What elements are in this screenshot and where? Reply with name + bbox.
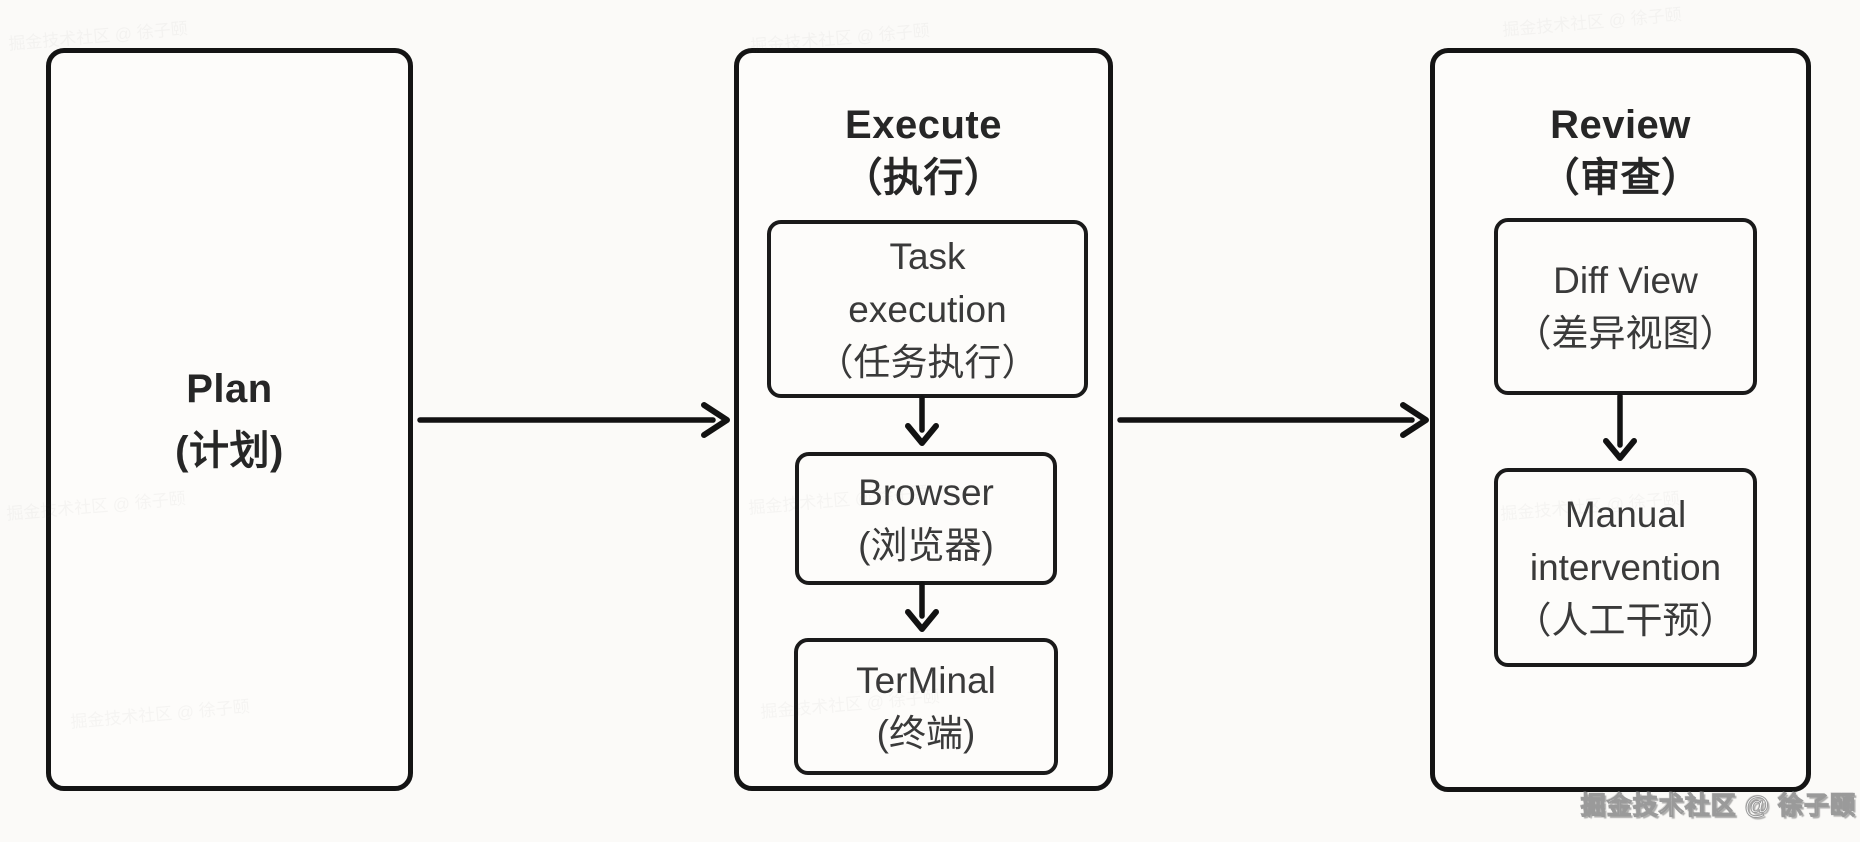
manual-label-line2: intervention bbox=[1529, 547, 1722, 588]
plan-label-zh: (计划) bbox=[175, 428, 284, 473]
diff-view-node: Diff View （差异视图） bbox=[1494, 218, 1757, 395]
diffview-label: Diff View bbox=[1553, 259, 1698, 301]
execute-title: Execute （执行） bbox=[739, 99, 1108, 205]
review-node: Review （审查） Diff View （差异视图） Manual inte… bbox=[1430, 48, 1811, 792]
plan-title: Plan (计划) bbox=[51, 53, 408, 786]
browser-node: Browser (浏览器) bbox=[795, 452, 1057, 585]
manual-label-zh: （人工干预） bbox=[1514, 600, 1737, 641]
plan-node: Plan (计划) bbox=[46, 48, 413, 791]
plan-label: Plan bbox=[186, 366, 273, 411]
terminal-node: TerMinal (终端) bbox=[794, 638, 1058, 775]
diffview-label-zh: （差异视图） bbox=[1514, 312, 1737, 354]
manual-label-line1: Manual bbox=[1564, 494, 1687, 535]
review-label-zh: （审查） bbox=[1539, 156, 1702, 200]
execute-label-zh: （执行） bbox=[842, 156, 1005, 200]
execute-label: Execute bbox=[845, 103, 1002, 147]
credit-watermark: 掘金技术社区 @ 徐子颐 bbox=[1580, 792, 1856, 821]
arrow-plan-to-execute bbox=[417, 402, 730, 438]
task-label-line1: Task bbox=[889, 235, 966, 277]
review-title: Review （审查） bbox=[1435, 99, 1806, 205]
task-label-zh: （任务执行） bbox=[816, 341, 1039, 383]
browser-label: Browser bbox=[858, 471, 994, 513]
browser-label-zh: (浏览器) bbox=[858, 524, 994, 566]
arrow-execute-to-review bbox=[1117, 402, 1429, 438]
terminal-label-zh: (终端) bbox=[876, 712, 976, 754]
execute-node: Execute （执行） Task execution （任务执行） Brows… bbox=[734, 48, 1113, 791]
review-label: Review bbox=[1550, 103, 1691, 147]
background-watermark: 掘金技术社区 @ 徐子颐 bbox=[1501, 0, 1683, 41]
manual-intervention-node: Manual intervention （人工干预） bbox=[1494, 468, 1757, 667]
task-label-line2: execution bbox=[848, 288, 1007, 330]
task-execution-node: Task execution （任务执行） bbox=[767, 220, 1088, 398]
terminal-label: TerMinal bbox=[856, 659, 996, 701]
